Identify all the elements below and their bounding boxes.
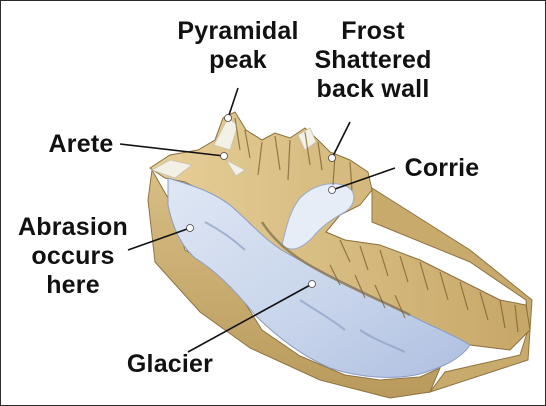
label-frost-line3: back wall (298, 75, 448, 104)
label-frost-line1: Frost (298, 17, 448, 46)
label-frost-line2: Shattered (298, 46, 448, 75)
label-frost-shattered-back-wall: Frost Shattered back wall (298, 17, 448, 104)
label-glacier: Glacier (110, 350, 230, 379)
label-abrasion-line3: here (8, 271, 138, 300)
label-pyramidal-peak-line1: Pyramidal (163, 17, 313, 46)
label-arete: Arete (40, 130, 122, 159)
leader-line-frost-shattered (332, 122, 350, 158)
label-corrie: Corrie (392, 154, 492, 183)
label-abrasion-line1: Abrasion (8, 213, 138, 242)
label-abrasion-line2: occurs (8, 242, 138, 271)
label-pyramidal-peak-line2: peak (163, 46, 313, 75)
label-abrasion-occurs-here: Abrasion occurs here (8, 213, 138, 300)
label-pyramidal-peak: Pyramidal peak (163, 17, 313, 75)
